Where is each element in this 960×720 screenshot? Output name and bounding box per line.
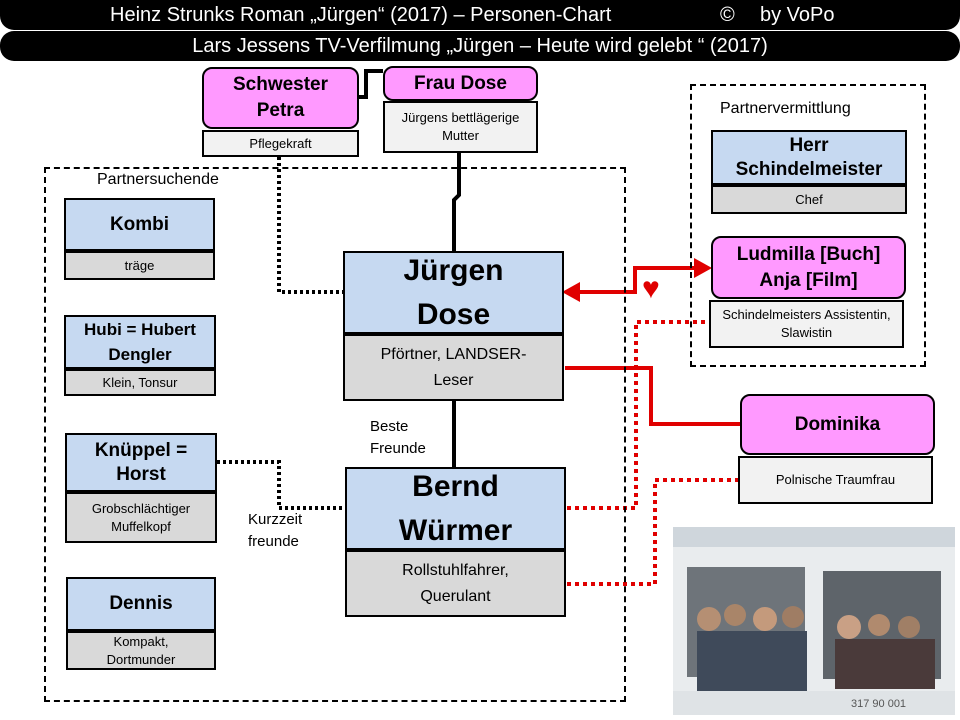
person-frau-dose-desc: Jürgens bettlägerige Mutter	[383, 101, 538, 153]
person-hubi-desc: Klein, Tonsur	[64, 369, 216, 396]
person-bernd-name: Bernd Würmer	[345, 467, 566, 550]
arrow-right	[694, 258, 712, 278]
label-kurzzeitfreunde: Kurzzeit freunde	[248, 511, 303, 550]
arrow-left	[562, 282, 580, 302]
minibus-illustration: 317 90 001	[673, 527, 955, 715]
person-kombi-desc: träge	[64, 251, 215, 280]
person-ludmilla-name: Ludmilla [Buch] Anja [Film]	[711, 236, 906, 299]
person-schwester-petra-name: Schwester Petra	[202, 67, 359, 129]
person-frau-dose-name: Frau Dose	[383, 66, 538, 101]
title-banner: Heinz Strunks Roman „Jürgen“ (2017) – Pe…	[0, 0, 960, 30]
subtitle-banner: Lars Jessens TV-Verfilmung „Jürgen – Heu…	[0, 31, 960, 61]
person-dominika-name: Dominika	[740, 394, 935, 455]
person-ludmilla-desc: Schindelmeisters Assistentin, Slawistin	[709, 300, 904, 348]
heart-icon: ♥	[642, 272, 660, 305]
person-juergen-name: Jürgen Dose	[343, 251, 564, 334]
line-bernd-dominika	[567, 478, 740, 586]
person-dominika-desc: Polnische Traumfrau	[738, 456, 933, 504]
group-partnersuchende-label: Partnersuchende	[97, 171, 219, 188]
line-juergen-dominika	[565, 366, 741, 426]
line-petra-juergen	[277, 157, 343, 294]
person-schindelmeister-name: Herr Schindelmeister	[711, 130, 907, 185]
person-dennis-desc: Kompakt, Dortmunder	[66, 631, 216, 670]
group-partnervermittlung	[690, 84, 926, 367]
line-frau-dose-juergen	[452, 153, 461, 252]
line-bernd-ludmilla	[567, 320, 710, 510]
copyright-symbol: ©	[720, 4, 735, 26]
group-partnervermittlung-label: Partnervermittlung	[720, 100, 851, 117]
chart-title: Heinz Strunks Roman „Jürgen“ (2017) – Pe…	[110, 4, 612, 26]
line-knueppel-bernd	[217, 460, 345, 510]
line-petra-frau-dose	[358, 69, 383, 99]
film-still-photo: 317 90 001	[673, 527, 955, 715]
person-schwester-petra-desc: Pflegekraft	[202, 130, 359, 157]
label-beste-freunde: Beste Freunde	[370, 418, 426, 457]
person-dennis-name: Dennis	[66, 577, 216, 631]
person-hubi-name: Hubi = Hubert Dengler	[64, 315, 216, 369]
line-juergen-ludmilla	[575, 266, 700, 294]
group-partnersuchende	[44, 167, 626, 702]
person-kombi-name: Kombi	[64, 198, 215, 251]
person-bernd-desc: Rollstuhlfahrer, Querulant	[345, 550, 566, 617]
person-knueppel-desc: Grobschlächtiger Muffelkopf	[65, 492, 217, 543]
chart-subtitle: Lars Jessens TV-Verfilmung „Jürgen – Heu…	[192, 35, 768, 57]
license-plate: 317 90 001	[851, 698, 906, 710]
author-credit: by VoPo	[760, 4, 835, 26]
person-juergen-desc: Pförtner, LANDSER-Leser	[343, 334, 564, 401]
person-schindelmeister-desc: Chef	[711, 185, 907, 214]
person-knueppel-name: Knüppel = Horst	[65, 433, 217, 492]
